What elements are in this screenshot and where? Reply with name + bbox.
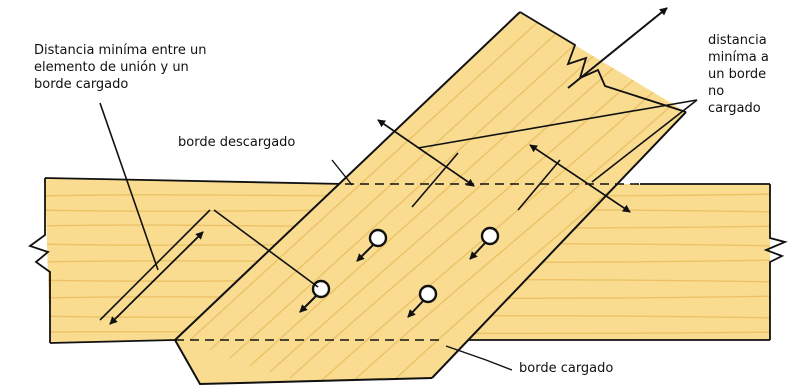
fastener-hole-icon — [407, 284, 438, 318]
label-line: distancia — [708, 33, 767, 48]
unloaded-edge-leader — [331, 159, 353, 186]
end-cut — [174, 339, 433, 386]
upper-break-line — [519, 11, 687, 113]
label-line: borde cargado — [34, 77, 129, 92]
fastener-hole-icon — [469, 226, 500, 260]
fastener-hole-icon — [356, 228, 388, 262]
unloaded-edge-label: borde descargado — [178, 135, 296, 150]
unloaded-edge-min-distance-label: distancia miníma a un borde no cargado — [708, 32, 769, 117]
left-break-line — [28, 178, 51, 343]
fastener-holes — [299, 226, 500, 318]
label-line: elemento de unión y un — [34, 60, 189, 75]
label-line: no — [708, 84, 725, 99]
unloaded-edge-dimension — [377, 99, 698, 213]
label-line: cargado — [708, 101, 761, 116]
loaded-edge-leader — [445, 345, 513, 371]
loaded-edge-min-distance-label: Distancia miníma entre un elemento de un… — [34, 42, 206, 93]
label-line: miníma a — [708, 50, 769, 65]
diagonal-timber-member — [174, 7, 687, 386]
fastener-hole-icon — [299, 279, 331, 313]
label-line: Distancia miníma entre un — [34, 43, 207, 58]
right-break-line — [763, 184, 788, 340]
label-line: un borde — [708, 67, 767, 82]
load-arrow — [567, 7, 668, 89]
loaded-edge-label: borde cargado — [519, 361, 614, 376]
loaded-edge-dimension — [99, 102, 319, 325]
